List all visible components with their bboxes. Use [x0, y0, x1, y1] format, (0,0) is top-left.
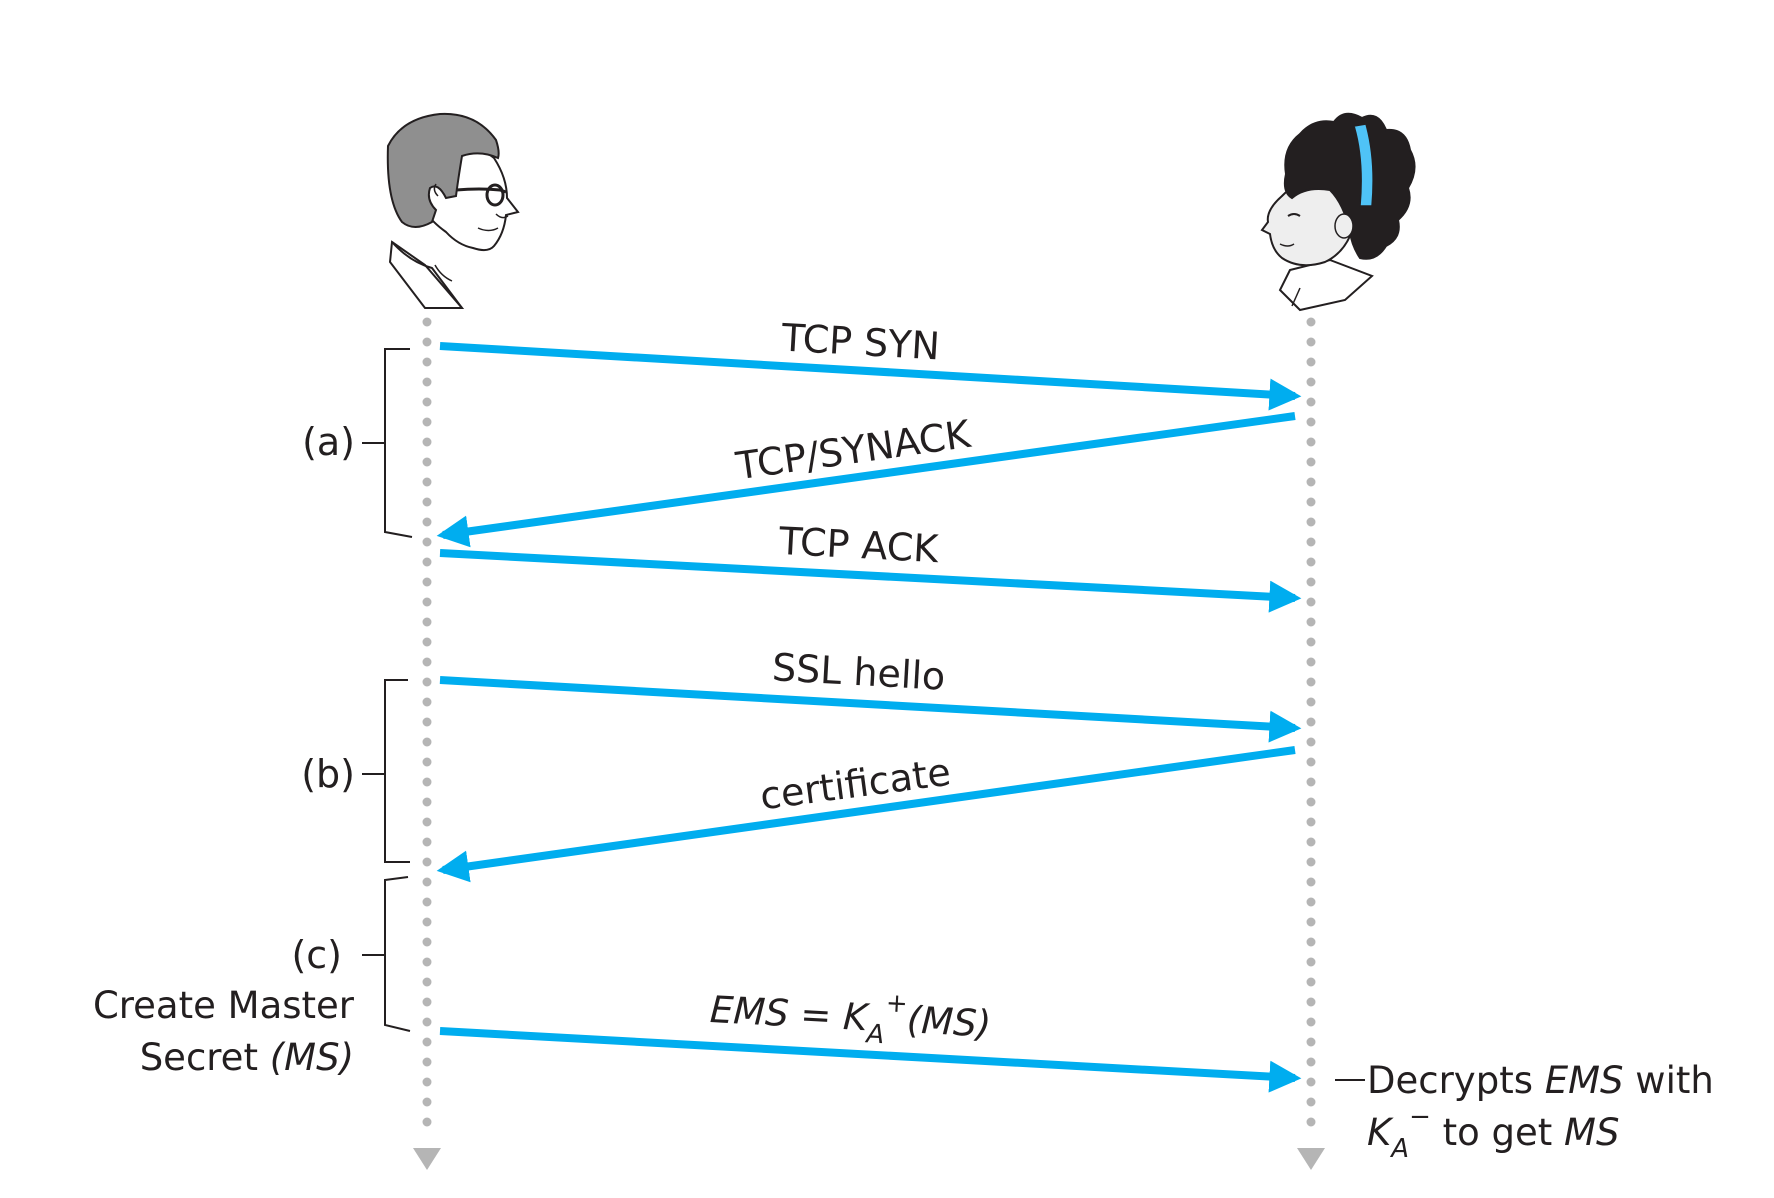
left-note-line1: Create Master: [93, 984, 355, 1027]
message-arrows: [436, 342, 1302, 1093]
ems-formula-superscript: +: [885, 988, 908, 1019]
svg-text:EMS = KA+(MS): EMS = KA+(MS): [708, 979, 992, 1056]
right-note-line1-suffix: with: [1624, 1059, 1714, 1102]
arrow-tcp-synack: [436, 412, 1296, 548]
bracket-phase-c: [362, 876, 411, 1032]
phase-label-a: (a): [302, 420, 355, 464]
man-with-glasses-icon: [386, 112, 520, 309]
right-note-line2-mid: to get: [1431, 1111, 1564, 1154]
label-tcp-syn: TCP SYN: [779, 315, 941, 368]
arrow-tcp-syn: [439, 342, 1302, 411]
left-note-line2-prefix: Secret: [140, 1036, 270, 1079]
left-note-line2-italic: (MS): [270, 1036, 354, 1079]
ems-formula-prefix: EMS = K: [709, 988, 871, 1039]
ems-formula-suffix: (MS): [906, 998, 992, 1045]
arrow-ems: [439, 1027, 1302, 1093]
left-note-line2: Secret (MS): [140, 1036, 354, 1079]
arrow-certificate: [436, 746, 1296, 883]
right-note-line2-sup: −: [1409, 1102, 1431, 1132]
arrow-tcp-ack: [439, 549, 1302, 613]
right-note-line1-italic: EMS: [1545, 1059, 1624, 1102]
left-timeline-arrowhead: [413, 1148, 441, 1170]
right-note-line1: Decrypts EMS with: [1367, 1059, 1714, 1102]
right-note-line2-k: K: [1367, 1111, 1394, 1154]
phase-label-b: (b): [301, 752, 355, 796]
right-timeline-arrowhead: [1297, 1148, 1325, 1170]
label-ssl-hello: SSL hello: [771, 645, 947, 699]
right-note-line2-italic: MS: [1564, 1111, 1619, 1154]
right-note-line1-prefix: Decrypts: [1367, 1059, 1545, 1102]
arrow-ssl-hello: [439, 676, 1302, 743]
woman-with-headband-icon: [1260, 112, 1416, 312]
phase-label-c: (c): [291, 933, 342, 977]
right-note-line2-sub: A: [1389, 1134, 1409, 1164]
bracket-phase-b: [362, 679, 410, 863]
label-ems-formula: EMS = KA+(MS): [708, 979, 992, 1056]
right-note-line2: KA− to get MS: [1367, 1102, 1619, 1164]
ems-formula-subscript: A: [864, 1019, 885, 1050]
label-tcp-ack: TCP ACK: [777, 519, 940, 571]
bracket-phase-a: [362, 348, 413, 538]
